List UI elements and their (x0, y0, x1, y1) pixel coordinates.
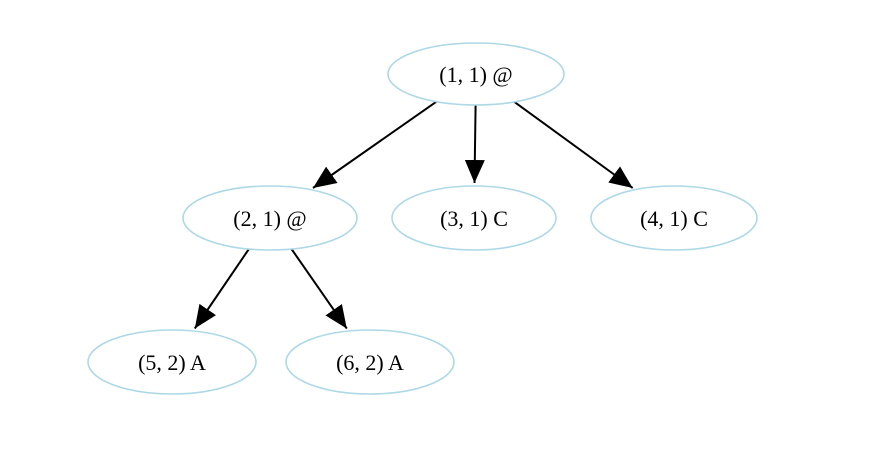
node-1: (1, 1) @ (387, 42, 565, 106)
edge-2-6 (290, 248, 348, 330)
node-label: (2, 1) @ (233, 206, 306, 231)
edge-2-5 (193, 248, 250, 330)
node-3: (3, 1) C (391, 185, 557, 251)
node-6: (6, 2) A (285, 329, 455, 395)
node-label: (5, 2) A (138, 350, 206, 375)
node-label: (1, 1) @ (439, 62, 512, 87)
node-ellipse (590, 185, 758, 251)
node-4: (4, 1) C (590, 185, 758, 251)
node-label: (3, 1) C (440, 206, 508, 231)
edge-1-3 (464, 104, 485, 184)
edge-1-4 (513, 101, 634, 189)
node-ellipse (387, 42, 565, 106)
node-label: (4, 1) C (640, 206, 708, 231)
node-ellipse (182, 185, 358, 251)
node-label: (6, 2) A (336, 350, 404, 375)
node-ellipse (87, 329, 257, 395)
nodes-layer: (1, 1) @ (2, 1) @ (3, 1) C (4, 1) C (5, 2) A… (87, 42, 758, 395)
node-ellipse (285, 329, 455, 395)
edge-1-2 (312, 100, 437, 189)
edges-layer (193, 100, 634, 330)
node-ellipse (391, 185, 557, 251)
node-2: (2, 1) @ (182, 185, 358, 251)
node-5: (5, 2) A (87, 329, 257, 395)
